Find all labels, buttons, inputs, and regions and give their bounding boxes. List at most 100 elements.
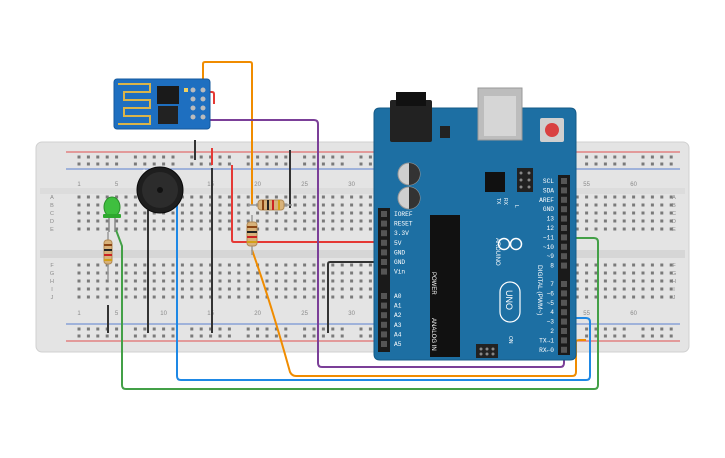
center-channel [40, 250, 685, 258]
header-pin[interactable] [561, 262, 567, 269]
header-pin[interactable] [381, 312, 387, 319]
pin-label: A0 [394, 293, 402, 300]
header-pin[interactable] [381, 268, 387, 275]
header-pin[interactable] [381, 239, 387, 246]
pin-label: SCL [543, 178, 554, 185]
row-letter: E [672, 227, 676, 233]
column-number: 5 [115, 182, 119, 188]
header-pin[interactable] [561, 225, 567, 231]
pin-label: 12 [547, 225, 555, 232]
header-pin[interactable] [561, 243, 567, 250]
wire-green-led [115, 229, 599, 390]
green-led[interactable] [103, 196, 121, 232]
column-number: 10 [160, 311, 167, 317]
wire-purple [206, 119, 565, 368]
row-letter: I [673, 287, 675, 293]
piezo-buzzer[interactable]: + [136, 166, 184, 214]
analog-section-label: ANALOG IN [430, 318, 436, 351]
header-pin[interactable] [561, 299, 567, 306]
header-pin[interactable] [561, 187, 567, 194]
header-pin[interactable] [561, 318, 567, 325]
esp-chip [157, 86, 179, 104]
pin-label: ~11 [543, 234, 554, 241]
pin-label: ~9 [547, 253, 555, 260]
pin-label: A5 [394, 341, 402, 348]
pin-label: 8 [550, 263, 554, 270]
row-letter: I [51, 287, 53, 293]
pin-label: TX→1 [539, 337, 554, 344]
column-number: 5 [115, 311, 119, 317]
header-pin[interactable] [561, 196, 567, 203]
header-pin[interactable] [381, 249, 387, 256]
row-letter: C [672, 211, 676, 217]
row-letter: H [50, 279, 54, 285]
pin-label: 2 [550, 328, 554, 335]
column-number: 15 [207, 311, 214, 317]
left-header [378, 208, 390, 352]
column-number: 55 [583, 311, 590, 317]
header-pin[interactable] [561, 234, 567, 241]
header-pin[interactable] [381, 230, 387, 237]
header-pin[interactable] [561, 290, 567, 297]
usb-chip [485, 172, 505, 192]
wire-red-esp [205, 91, 215, 104]
led-resistor[interactable] [103, 232, 113, 280]
arduino-logo [497, 237, 523, 251]
header-pin[interactable] [381, 259, 387, 265]
column-number: 55 [583, 182, 590, 188]
icsp-header-bottom [476, 344, 498, 358]
column-number: 20 [254, 311, 261, 317]
header-pin[interactable] [561, 346, 567, 353]
wire-red-3v3 [231, 165, 388, 243]
column-number: 1 [77, 311, 81, 317]
column-number: 30 [348, 182, 355, 188]
pin-label: 5V [394, 240, 402, 247]
header-pin[interactable] [561, 253, 567, 260]
antenna-trace [118, 83, 151, 125]
header-pin[interactable] [381, 211, 387, 217]
column-number: 25 [301, 182, 308, 188]
digital-section-label: DIGITAL (PWM~) [536, 265, 543, 315]
row-letter: F [672, 263, 676, 269]
wire-black-gnd [327, 261, 388, 333]
header-pin[interactable] [381, 331, 387, 338]
header-pin[interactable] [381, 220, 387, 227]
breadboard: 11551010151520202525303055556060 AABBCCD… [35, 141, 690, 353]
wire-orange-esp [202, 61, 253, 205]
header-pin[interactable] [561, 281, 567, 287]
row-letter: F [50, 263, 54, 269]
pin-label: Vin [394, 269, 405, 276]
resistor-vertical[interactable] [246, 215, 258, 255]
pin-label: ~3 [547, 319, 555, 326]
resistor-horizontal[interactable] [248, 199, 292, 211]
esp8266-module[interactable] [113, 78, 211, 130]
column-number: 60 [630, 182, 637, 188]
pin-label: RESET [394, 221, 413, 228]
pin-label: ~6 [547, 290, 555, 297]
pin-label: ~10 [543, 244, 554, 251]
wire-blue-buzzer [176, 200, 591, 381]
header-pin[interactable] [561, 178, 567, 184]
header-pin[interactable] [561, 337, 567, 344]
on-led-label: ON [507, 336, 513, 344]
reset-button[interactable] [545, 123, 559, 137]
header-pin[interactable] [381, 341, 387, 347]
pin-label: 3.3V [394, 230, 409, 237]
pin-label: IOREF [394, 211, 413, 218]
header-pin[interactable] [561, 309, 567, 316]
row-letter: H [672, 279, 676, 285]
header-pin[interactable] [381, 293, 387, 299]
row-letter: B [50, 203, 54, 209]
pin-label: GND [543, 206, 554, 213]
header-pin[interactable] [561, 328, 567, 334]
row-letter: B [672, 203, 676, 209]
header-pin[interactable] [561, 215, 567, 222]
header-pin[interactable] [561, 206, 567, 213]
header-pin[interactable] [381, 302, 387, 309]
atmega-chip [430, 215, 460, 357]
header-pin[interactable] [381, 321, 387, 328]
